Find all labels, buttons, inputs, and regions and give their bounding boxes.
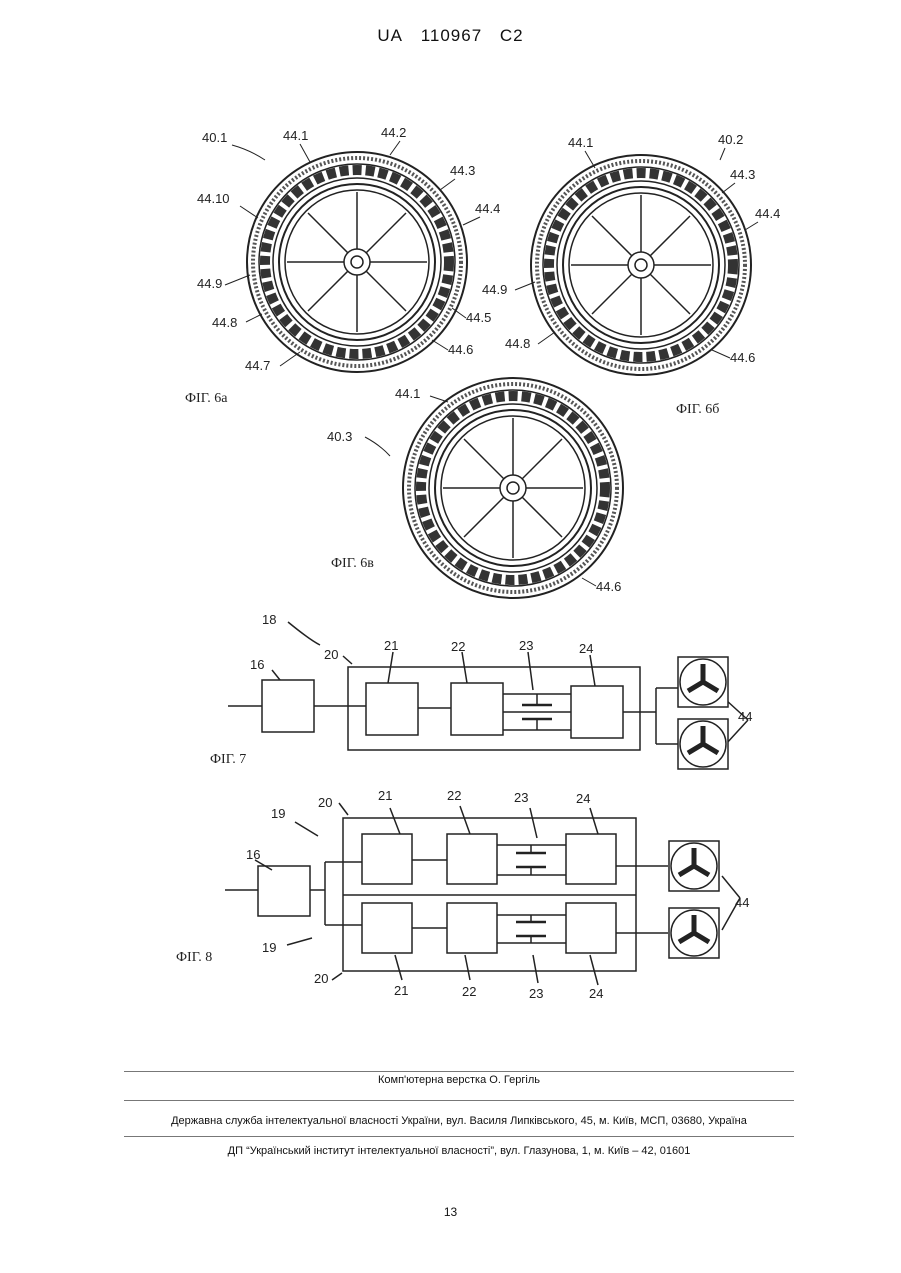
fig8-box-16 bbox=[258, 866, 310, 916]
fig8-label-22-bottom: 22 bbox=[462, 984, 476, 999]
page-number: 13 bbox=[0, 1205, 901, 1219]
fig6a-label-44-2: 44.2 bbox=[381, 125, 406, 140]
fig6b-wheel bbox=[531, 155, 751, 375]
fig8-label-21-bottom: 21 bbox=[394, 983, 408, 998]
fig6b-label-44-8: 44.8 bbox=[505, 336, 530, 351]
fig8-label-20-top: 20 bbox=[318, 795, 332, 810]
fig6a-label-44-7: 44.7 bbox=[245, 358, 270, 373]
fig7-label-44: 44 bbox=[738, 709, 752, 724]
fig8-box-24b bbox=[566, 903, 616, 953]
footer-agency: Державна служба інтелектуальної власност… bbox=[124, 1115, 794, 1127]
footer-institute: ДП “Український інститут інтелектуальної… bbox=[124, 1145, 794, 1157]
fig7-label-22: 22 bbox=[451, 639, 465, 654]
fig6b-label-44-6: 44.6 bbox=[730, 350, 755, 365]
fig6a-drawing: 40.1 44.1 44.2 44.3 44.4 44.10 44.9 44.8… bbox=[185, 125, 500, 406]
fig7-caption: ФІГ. 7 bbox=[210, 752, 246, 767]
fig8-box-24a bbox=[566, 834, 616, 884]
fig6a-label-44-5: 44.5 bbox=[466, 310, 491, 325]
fig7-motor-icon bbox=[678, 719, 728, 769]
fig8-caption: ФІГ. 8 bbox=[176, 950, 212, 965]
fig6c-drawing: 44.1 40.3 44.6 ФІГ. 6в bbox=[327, 378, 623, 598]
fig6b-label-44-4: 44.4 bbox=[755, 206, 780, 221]
fig6a-label-44-9: 44.9 bbox=[197, 276, 222, 291]
fig7-diagram bbox=[228, 622, 748, 750]
fig8-box-22a bbox=[447, 834, 497, 884]
fig7-label-21: 21 bbox=[384, 638, 398, 653]
fig8-label-20-bottom: 20 bbox=[314, 971, 328, 986]
fig7-label-18: 18 bbox=[262, 612, 276, 627]
footer-rule bbox=[124, 1071, 794, 1072]
fig8-label-16: 16 bbox=[246, 847, 260, 862]
fig8-label-23-bottom: 23 bbox=[529, 986, 543, 1001]
fig8-label-23-top: 23 bbox=[514, 790, 528, 805]
fig8-label-22-top: 22 bbox=[447, 788, 461, 803]
fig8-box-21a bbox=[362, 834, 412, 884]
fig6a-label-44-10: 44.10 bbox=[197, 191, 230, 206]
fig7-box-22 bbox=[451, 683, 503, 735]
fig6b-label-44-1: 44.1 bbox=[568, 135, 593, 150]
fig7-motor-icon bbox=[678, 657, 728, 707]
fig7-label-24: 24 bbox=[579, 641, 593, 656]
fig8-diagram bbox=[225, 803, 740, 985]
fig6a-label-40-1: 40.1 bbox=[202, 130, 227, 145]
footer-rule bbox=[124, 1136, 794, 1137]
fig6b-label-44-3: 44.3 bbox=[730, 167, 755, 182]
fig6a-label-44-1: 44.1 bbox=[283, 128, 308, 143]
fig7-box-21 bbox=[366, 683, 418, 735]
fig8-label-21-top: 21 bbox=[378, 788, 392, 803]
fig8-motor-icon bbox=[669, 841, 719, 891]
fig6c-label-44-1: 44.1 bbox=[395, 386, 420, 401]
fig7-label-20: 20 bbox=[324, 647, 338, 662]
fig6b-label-40-2: 40.2 bbox=[718, 132, 743, 147]
fig6b-drawing: 44.1 40.2 44.3 44.4 44.9 44.8 44.6 ФІГ. … bbox=[482, 132, 780, 417]
fig6b-label-44-9: 44.9 bbox=[482, 282, 507, 297]
fig6c-caption: ФІГ. 6в bbox=[331, 556, 374, 571]
fig6a-label-44-4: 44.4 bbox=[475, 201, 500, 216]
fig6b-caption: ФІГ. 6б bbox=[676, 402, 719, 417]
fig8-box-22b bbox=[447, 903, 497, 953]
fig6a-label-44-3: 44.3 bbox=[450, 163, 475, 178]
fig7-box-16 bbox=[262, 680, 314, 732]
fig6c-label-40-3: 40.3 bbox=[327, 429, 352, 444]
fig8-label-24-bottom: 24 bbox=[589, 986, 603, 1001]
footer-rule bbox=[124, 1100, 794, 1101]
fig6a-label-44-6: 44.6 bbox=[448, 342, 473, 357]
fig8-label-19-bottom: 19 bbox=[262, 940, 276, 955]
fig6c-wheel bbox=[403, 378, 623, 598]
fig7-label-16: 16 bbox=[250, 657, 264, 672]
footer-composer: Комп'ютерна верстка О. Гергіль bbox=[124, 1074, 794, 1086]
fig7-box-24 bbox=[571, 686, 623, 738]
fig6a-wheel bbox=[247, 152, 467, 372]
fig6a-caption: ФІГ. 6а bbox=[185, 391, 228, 406]
fig8-label-44: 44 bbox=[735, 895, 749, 910]
fig6c-label-44-6: 44.6 bbox=[596, 579, 621, 594]
fig7-label-23: 23 bbox=[519, 638, 533, 653]
fig6a-label-44-8: 44.8 bbox=[212, 315, 237, 330]
fig8-motor-icon bbox=[669, 908, 719, 958]
fig8-label-19-top: 19 bbox=[271, 806, 285, 821]
fig8-box-21b bbox=[362, 903, 412, 953]
fig8-label-24-top: 24 bbox=[576, 791, 590, 806]
